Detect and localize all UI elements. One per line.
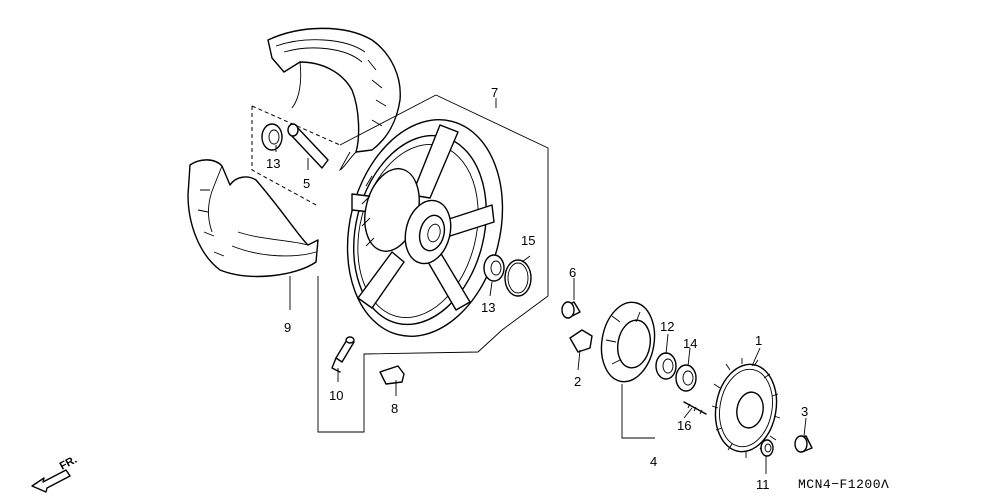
- callout-3: 3: [801, 404, 808, 419]
- diagram-code: MCN4−F1200Λ: [798, 477, 889, 492]
- callout-6: 6: [569, 265, 576, 280]
- rear-wheel[interactable]: [326, 94, 549, 353]
- callout-10: 10: [329, 388, 343, 403]
- bearing-lower[interactable]: [483, 254, 505, 282]
- flange-collar[interactable]: [794, 435, 813, 453]
- side-collar[interactable]: [561, 301, 581, 319]
- callout-15: 15: [521, 233, 535, 248]
- stud-bolt[interactable]: [683, 401, 707, 415]
- sprocket-nut[interactable]: [760, 439, 774, 457]
- callout-9: 9: [284, 320, 291, 335]
- callout-14: 14: [683, 336, 697, 351]
- front-direction-arrow-icon: [31, 469, 71, 493]
- tire-valve[interactable]: [331, 336, 355, 373]
- callout-8: 8: [391, 401, 398, 416]
- front-direction-label: FR.: [58, 454, 79, 473]
- driven-sprocket[interactable]: [709, 358, 783, 458]
- callout-4: 4: [650, 454, 657, 469]
- callout-16: 16: [677, 418, 691, 433]
- o-ring[interactable]: [504, 259, 532, 297]
- callout-5: 5: [303, 176, 310, 191]
- bearing-upper[interactable]: [251, 105, 341, 207]
- callout-7: 7: [491, 85, 498, 100]
- tire-lower-half[interactable]: [187, 159, 319, 278]
- distance-collar[interactable]: [287, 123, 329, 169]
- balance-weight[interactable]: [379, 365, 405, 385]
- callout-13-upper: 13: [266, 156, 280, 171]
- wheel-damper[interactable]: [569, 329, 593, 353]
- driven-flange[interactable]: [595, 298, 660, 439]
- callout-13-lower: 13: [481, 300, 495, 315]
- callout-1: 1: [755, 333, 762, 348]
- callout-11: 11: [756, 477, 770, 492]
- callout-2: 2: [574, 374, 581, 389]
- oil-seal[interactable]: [675, 364, 697, 392]
- tire-upper-half[interactable]: [267, 27, 401, 172]
- flange-bearing[interactable]: [655, 352, 677, 380]
- callout-12: 12: [660, 319, 674, 334]
